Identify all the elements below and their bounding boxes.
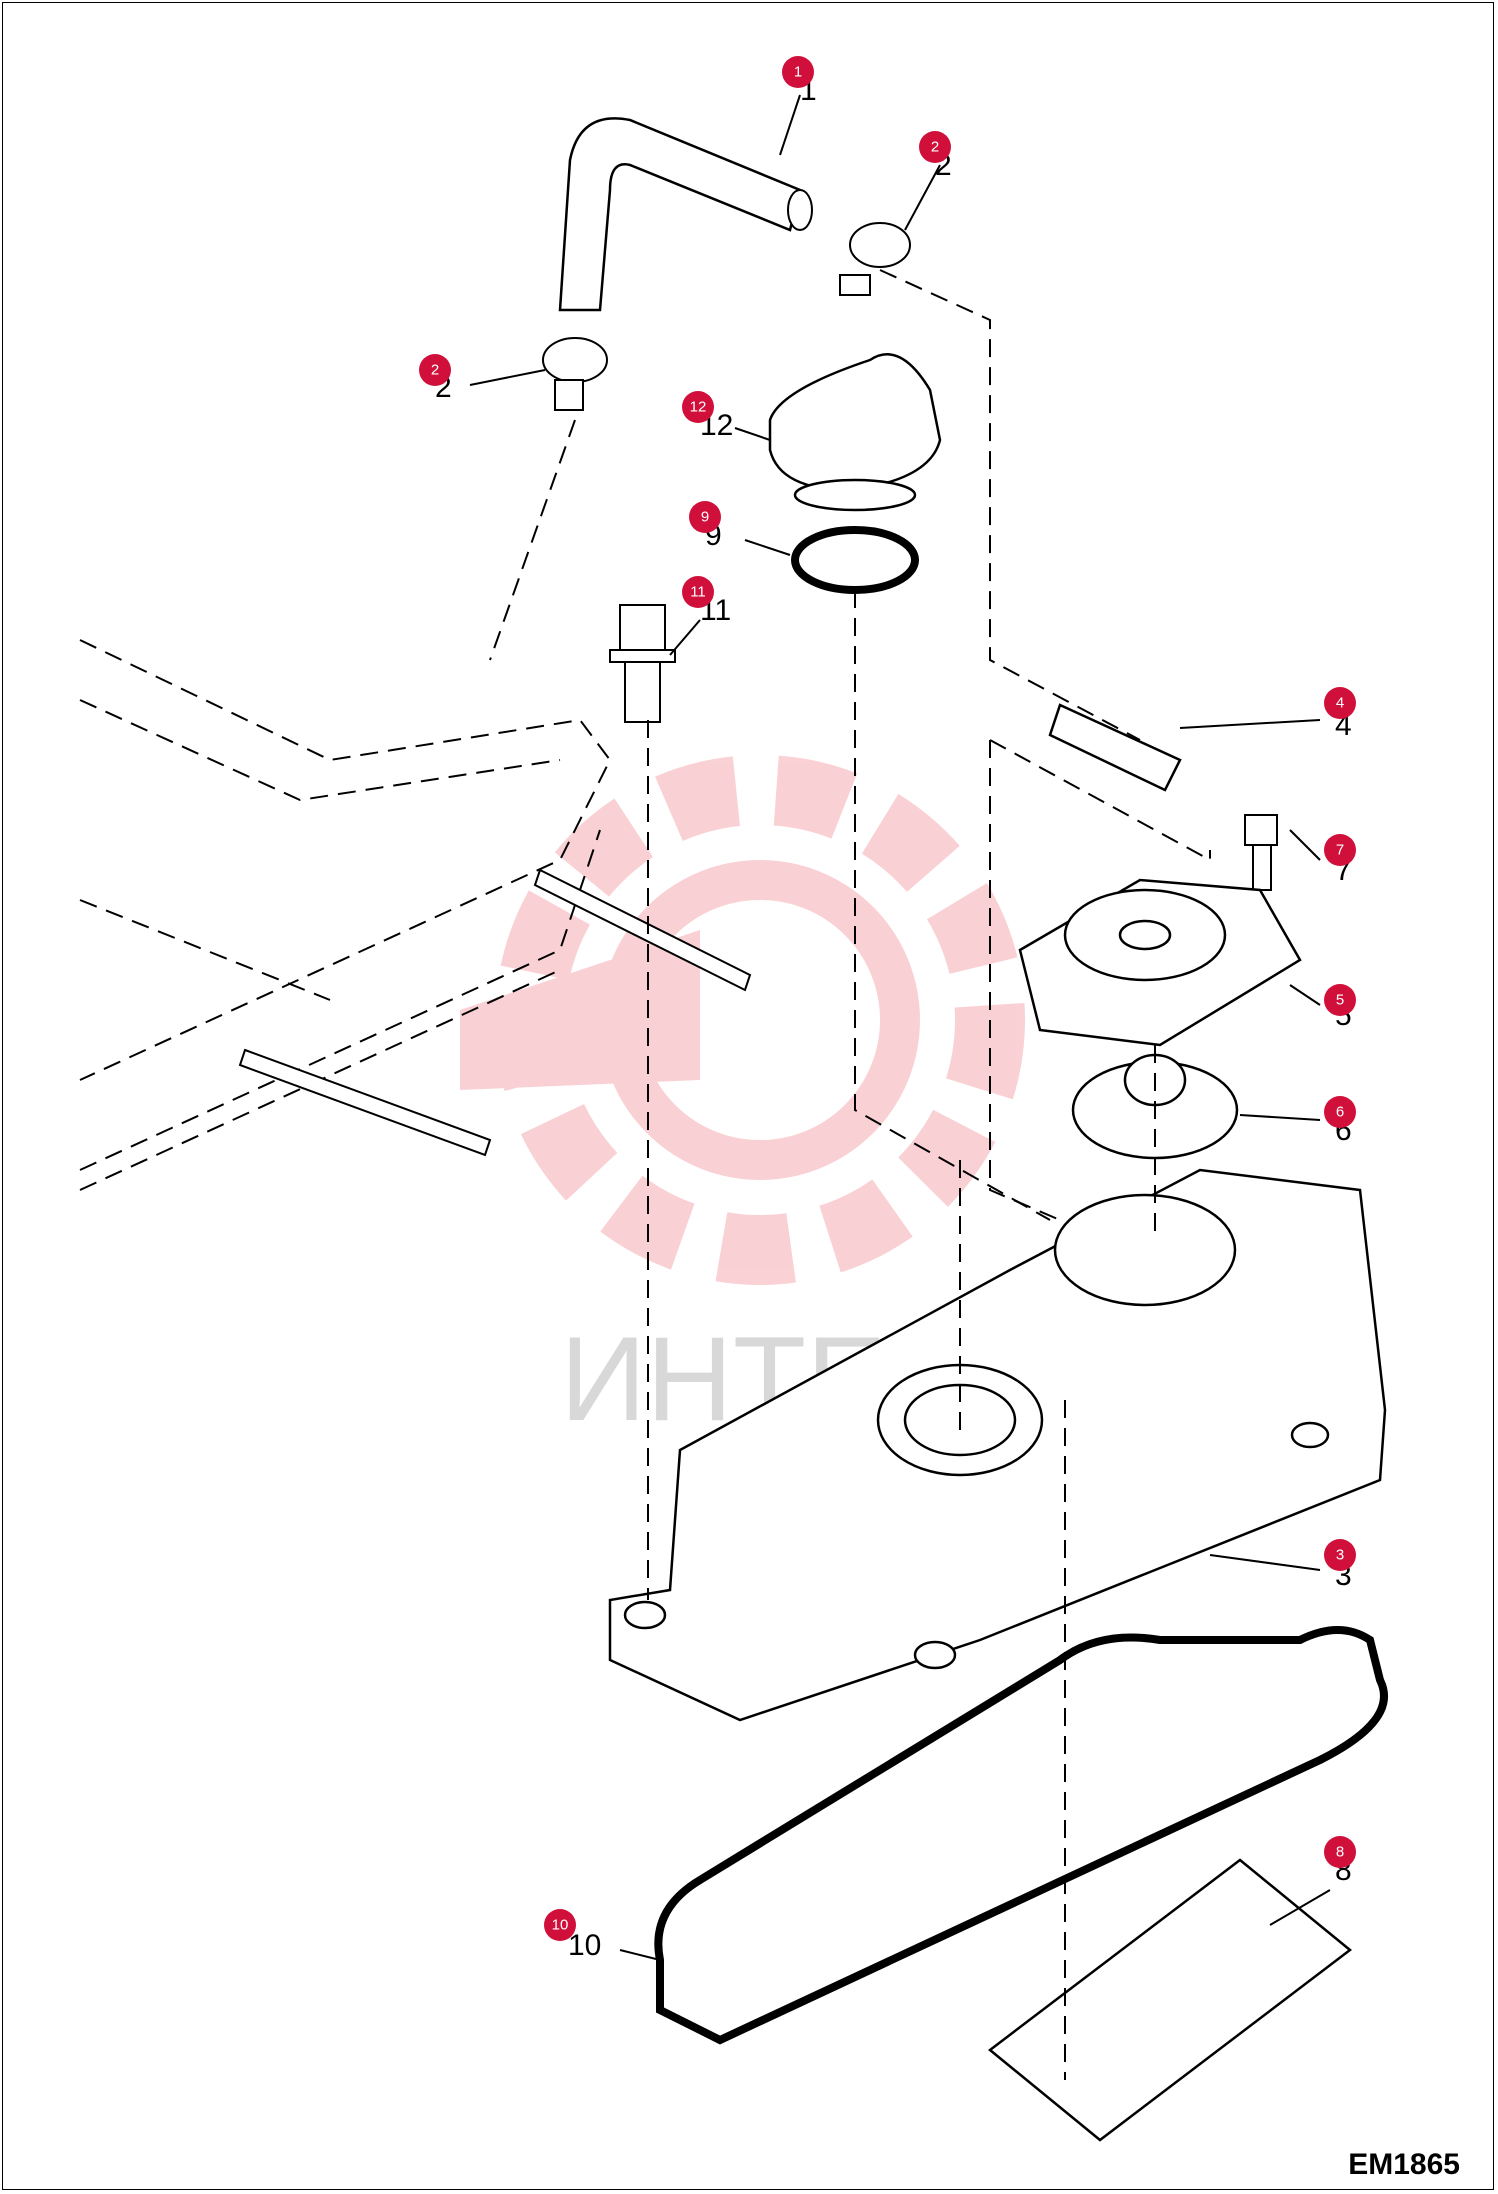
hose-clamp-upper (839, 222, 911, 296)
hose-end (787, 189, 813, 231)
svg-text:11: 11 (690, 584, 706, 601)
svg-text:1: 1 (794, 64, 802, 81)
baffle-plate (987, 1858, 1353, 2142)
svg-text:10: 10 (552, 1917, 569, 1934)
callout-1: 1 (782, 56, 814, 88)
callout-10: 10 (544, 1909, 576, 1941)
svg-text:12: 12 (690, 399, 707, 416)
callout-2b: 2 (419, 354, 451, 386)
svg-text:2: 2 (931, 139, 939, 156)
svg-text:2: 2 (431, 362, 439, 379)
valve-cover-gasket (654, 1626, 1388, 2045)
svg-text:7: 7 (1336, 842, 1344, 859)
breather-cover (1018, 878, 1302, 1047)
svg-text:4: 4 (1336, 695, 1344, 712)
part-label-10: 10 (568, 1929, 601, 1962)
callout-2a: 2 (919, 131, 951, 163)
hose-clamp-lower (542, 337, 608, 411)
svg-text:6: 6 (1336, 1104, 1344, 1121)
callout-9: 9 (689, 501, 721, 533)
callout-11: 11 (682, 576, 714, 608)
svg-text:8: 8 (1336, 1844, 1344, 1861)
svg-text:3: 3 (1336, 1547, 1344, 1564)
callout-6: 6 (1324, 1096, 1356, 1128)
callout-7: 7 (1324, 834, 1356, 866)
callout-4: 4 (1324, 687, 1356, 719)
breather-pipe (1048, 703, 1182, 792)
assembly-lines (489, 269, 1211, 2080)
flange-bolt (609, 604, 676, 723)
svg-text:9: 9 (701, 509, 709, 526)
screw (1244, 814, 1278, 891)
o-ring (791, 526, 919, 594)
callout-12: 12 (682, 391, 714, 423)
svg-text:5: 5 (1336, 992, 1344, 1009)
oil-filler-cap (768, 353, 942, 512)
figure-code: EM1865 (1348, 2148, 1460, 2181)
callout-5: 5 (1324, 984, 1356, 1016)
watermark-gear-icon (460, 755, 1025, 1285)
stud-bolts (238, 868, 752, 1157)
breather-hose (558, 117, 802, 312)
callout-8: 8 (1324, 1836, 1356, 1868)
callout-3: 3 (1324, 1539, 1356, 1571)
leader-lines (469, 94, 1331, 1961)
